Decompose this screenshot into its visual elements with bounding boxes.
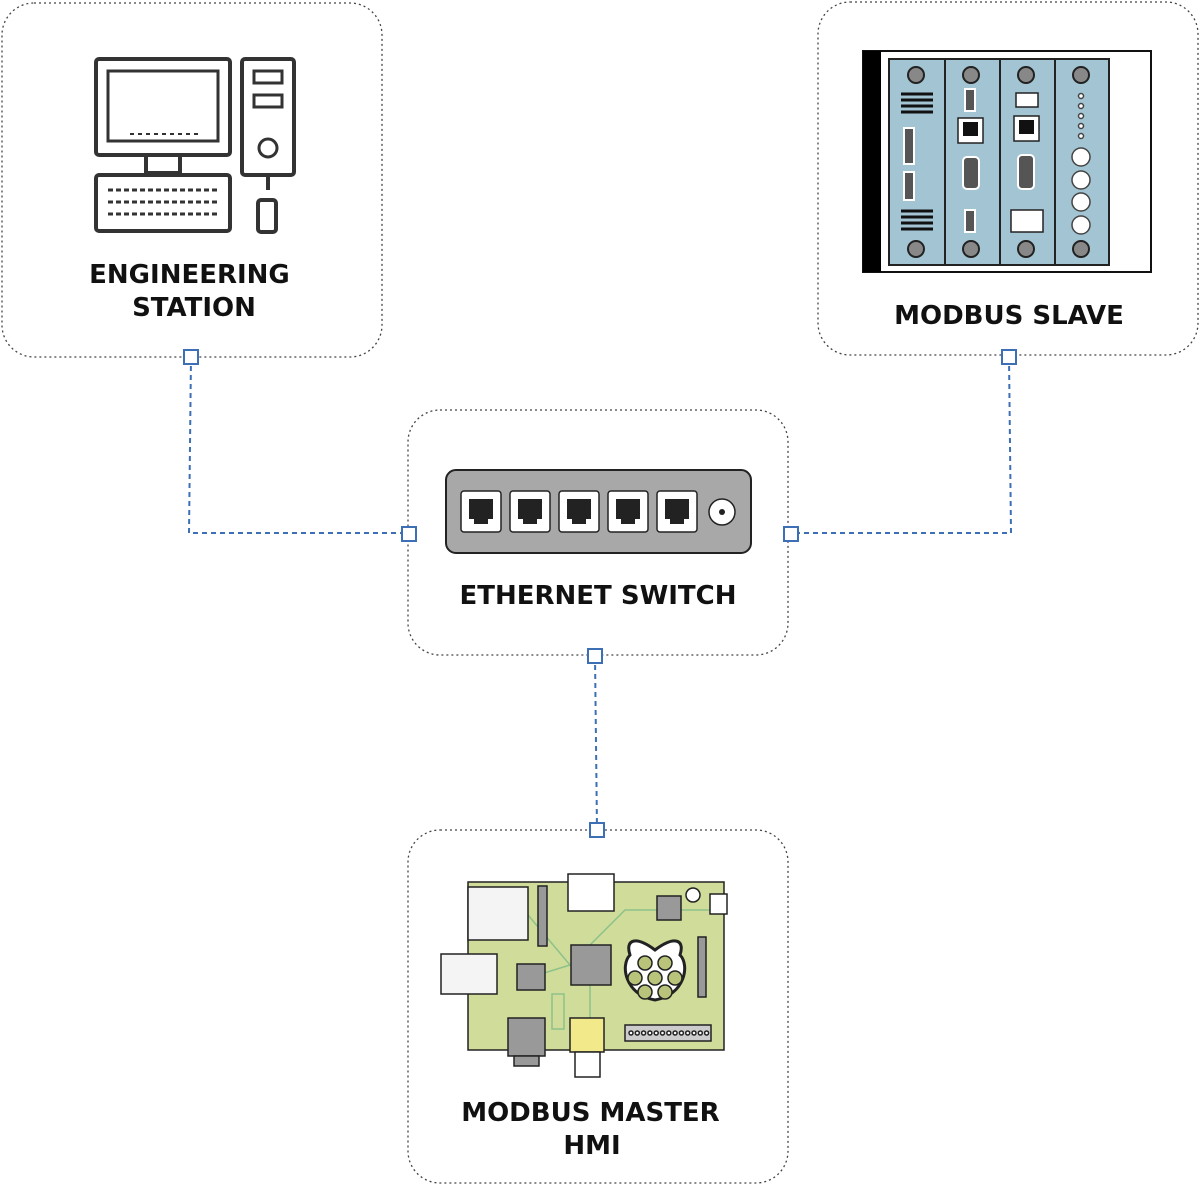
gpio-pin xyxy=(647,1030,653,1036)
gpio-pin xyxy=(697,1030,704,1036)
link-engineering-switch xyxy=(187,356,409,534)
node-engineering-station[interactable]: ENGINEERING STATION xyxy=(1,2,383,365)
connection-port[interactable] xyxy=(587,648,603,664)
connections xyxy=(187,356,1013,831)
node-label: ETHERNET SWITCH xyxy=(460,581,737,611)
gpio-pin xyxy=(634,1030,641,1036)
link-switch-master xyxy=(594,655,598,831)
gpio-pin xyxy=(659,1030,666,1036)
rj45-port-icon xyxy=(509,490,551,533)
connection-port[interactable] xyxy=(1001,349,1017,365)
raspberry-seed xyxy=(657,984,673,1000)
raspberry-seed xyxy=(637,984,653,1000)
raspberry-seed xyxy=(627,970,643,986)
node-label: MODBUS SLAVE xyxy=(894,301,1124,331)
gpio-pin xyxy=(653,1030,659,1036)
raspberry-seed xyxy=(637,955,653,971)
gpio-pin xyxy=(678,1030,685,1036)
gpio-pin xyxy=(640,1030,647,1036)
raspberry-seed xyxy=(657,955,673,971)
rj45-port-icon xyxy=(460,490,502,533)
plc-rack-icon xyxy=(862,50,1152,273)
raspberry-seed xyxy=(647,970,663,986)
connection-port[interactable] xyxy=(183,349,199,365)
raspberry-pi-board-icon xyxy=(440,873,728,1078)
node-modbus-master[interactable]: MODBUS MASTER HMI xyxy=(407,822,789,1184)
gpio-pin xyxy=(672,1030,678,1036)
gpio-pin xyxy=(684,1030,691,1036)
rj45-port-icon xyxy=(607,490,649,533)
gpio-pin xyxy=(628,1030,634,1036)
rj45-port-icon xyxy=(656,490,698,533)
network-switch-icon xyxy=(445,469,752,554)
connection-port[interactable] xyxy=(783,526,799,542)
connection-port[interactable] xyxy=(401,526,417,542)
connection-port[interactable] xyxy=(589,822,605,838)
node-label: MODBUS MASTER HMI xyxy=(461,1098,729,1161)
rj45-port-icon xyxy=(558,490,600,533)
raspberry-seed xyxy=(667,970,683,986)
node-modbus-slave[interactable]: MODBUS SLAVE xyxy=(817,1,1199,365)
gpio-pin xyxy=(666,1030,672,1036)
node-ethernet-switch[interactable]: ETHERNET SWITCH xyxy=(401,409,799,664)
gpio-pin xyxy=(703,1030,710,1036)
link-slave-switch xyxy=(791,356,1013,534)
gpio-pin xyxy=(691,1030,697,1036)
node-label: ENGINEERING STATION xyxy=(89,260,299,323)
desktop-computer-icon xyxy=(94,57,296,234)
